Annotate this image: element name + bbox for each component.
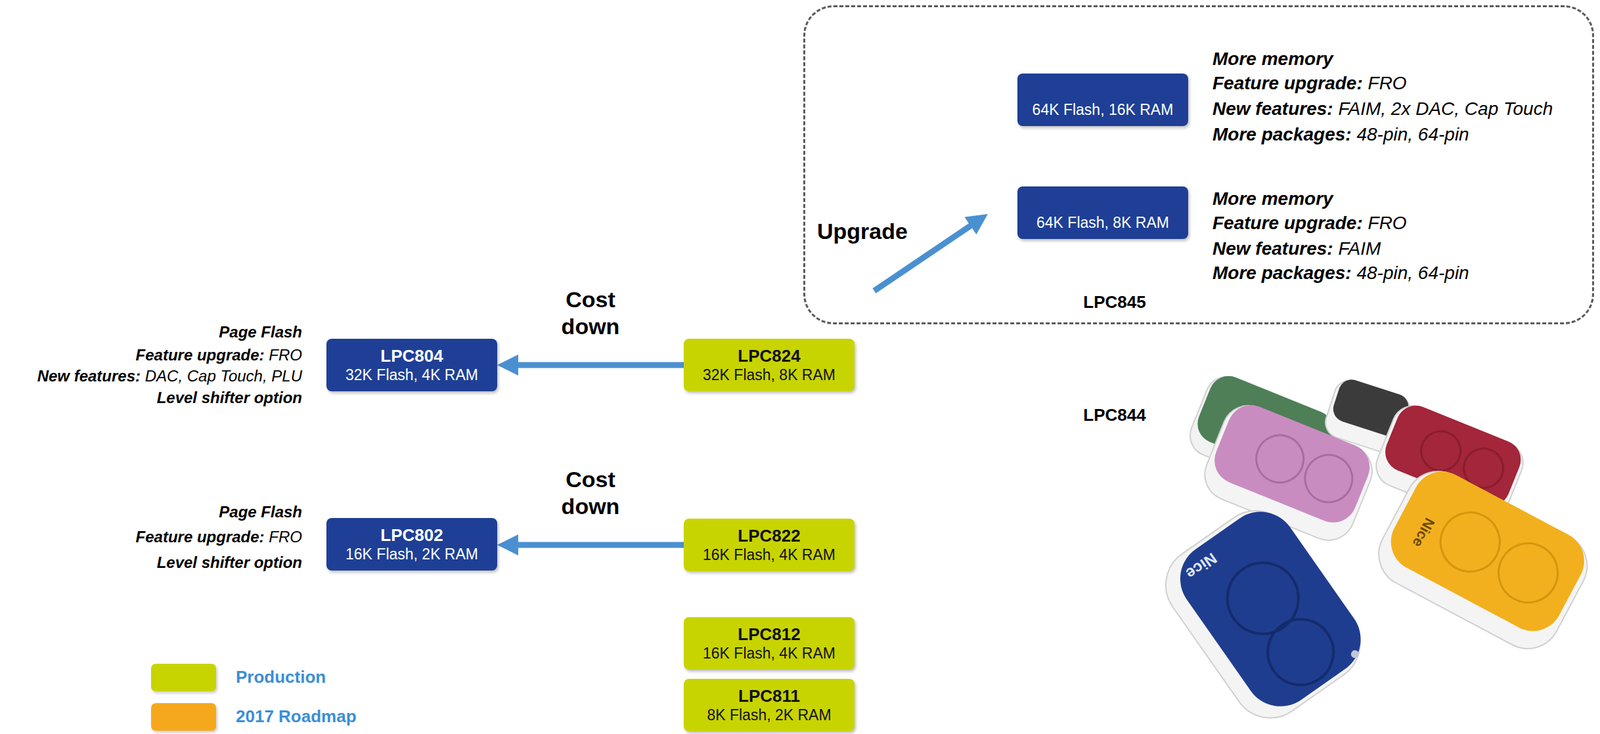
brand-label: Nice <box>1408 514 1439 550</box>
feature-heading: Level shifter option <box>156 388 303 407</box>
roadmap-chip: LPC84564K Flash, 16K RAM <box>1017 73 1189 127</box>
node-subtitle: 16K Flash, 2K RAM <box>345 545 479 563</box>
feature-note: Page Flash <box>218 323 303 343</box>
cost-down-arrow <box>510 542 684 549</box>
legend-swatch <box>151 703 217 732</box>
feature-note: Page Flash <box>218 503 303 523</box>
node-subtitle: 8K Flash, 2K RAM <box>706 706 831 724</box>
brand-label: Nice <box>1182 549 1221 584</box>
feature-note: More packages:48-pin, 64-pin <box>1212 262 1470 285</box>
feature-heading: New features: <box>1212 98 1334 119</box>
feature-heading: Level shifter option <box>156 553 303 572</box>
node-title: LPC811 <box>738 687 800 707</box>
node-title: LPC804 <box>380 346 443 367</box>
feature-value: FRO <box>268 346 303 364</box>
edge-label: Cost down <box>561 466 621 521</box>
feature-heading: Page Flash <box>218 323 303 341</box>
node-subtitle: 32K Flash, 4K RAM <box>345 366 479 384</box>
node-title: LPC802 <box>380 526 443 546</box>
feature-value: FAIM, 2x DAC, Cap Touch <box>1337 98 1553 119</box>
feature-value: FAIM <box>1337 238 1381 259</box>
feature-value: 48-pin, 64-pin <box>1356 262 1469 284</box>
feature-note: Level shifter option <box>156 553 303 573</box>
node-title: Upgrade <box>817 218 908 245</box>
node-subtitle: 16K Flash, 4K RAM <box>702 546 836 564</box>
node-subtitle: 16K Flash, 4K RAM <box>702 644 836 663</box>
node-title: LPC845 <box>1083 292 1146 313</box>
feature-heading: More packages: <box>1212 124 1352 145</box>
roadmap-chip: LPC80432K Flash, 4K RAM <box>326 338 498 392</box>
feature-note: Feature upgrade:FRO <box>135 346 303 366</box>
production-chip: LPC8118K Flash, 2K RAM <box>683 679 855 732</box>
feature-note: Level shifter option <box>156 388 303 408</box>
feature-note: New features:DAC, Cap Touch, PLU <box>37 367 303 387</box>
feature-note: Feature upgrade:FRO <box>1212 212 1407 235</box>
feature-note: More packages:48-pin, 64-pin <box>1212 123 1470 146</box>
edge-label: Cost down <box>561 286 621 341</box>
blue-remote <box>1150 494 1377 734</box>
feature-note: New features:FAIM <box>1212 237 1381 261</box>
feature-heading: More packages: <box>1212 262 1352 284</box>
upgrade-region: UpgradeLPC84564K Flash, 16K RAMLPC84464K… <box>803 5 1595 325</box>
feature-heading: Feature upgrade: <box>135 346 265 364</box>
node-title: LPC844 <box>1083 405 1146 426</box>
production-chip: LPC82216K Flash, 4K RAM <box>683 518 855 572</box>
node-subtitle: 64K Flash, 8K RAM <box>1036 214 1170 232</box>
legend-label: Production <box>235 667 326 688</box>
node-subtitle: 32K Flash, 8K RAM <box>702 366 836 384</box>
feature-note: More memory <box>1212 47 1334 71</box>
feature-note: New features:FAIM, 2x DAC, Cap Touch <box>1212 97 1553 121</box>
cost-down-arrow <box>510 362 684 369</box>
feature-note: Feature upgrade:FRO <box>135 528 303 548</box>
feature-heading: Feature upgrade: <box>135 528 265 546</box>
feature-value: DAC, Cap Touch, PLU <box>145 367 303 385</box>
production-chip: LPC81216K Flash, 4K RAM <box>683 617 855 670</box>
feature-value: FRO <box>1368 212 1407 234</box>
legend-swatch <box>151 664 217 692</box>
node-title: LPC822 <box>737 526 800 547</box>
feature-note: Feature upgrade:FRO <box>1212 72 1407 95</box>
node-subtitle: 64K Flash, 16K RAM <box>1032 101 1174 119</box>
feature-note: More memory <box>1212 187 1334 211</box>
roadmap-chip: LPC84464K Flash, 8K RAM <box>1017 186 1189 240</box>
feature-heading: Feature upgrade: <box>1212 212 1363 234</box>
node-title: LPC824 <box>737 346 800 367</box>
feature-value: FRO <box>268 528 303 546</box>
node-title: LPC812 <box>737 625 800 645</box>
production-chip: LPC82432K Flash, 8K RAM <box>683 338 855 392</box>
feature-heading: More memory <box>1212 188 1334 209</box>
yellow-remote <box>1367 459 1600 661</box>
feature-heading: More memory <box>1212 48 1334 69</box>
feature-heading: New features: <box>1212 238 1334 259</box>
legend-label: 2017 Roadmap <box>235 706 357 728</box>
feature-heading: Page Flash <box>218 503 303 521</box>
feature-heading: Feature upgrade: <box>1212 72 1363 94</box>
feature-value: FRO <box>1368 72 1407 94</box>
roadmap-chip: LPC80216K Flash, 2K RAM <box>326 518 498 571</box>
feature-heading: New features: <box>37 367 141 385</box>
feature-value: 48-pin, 64-pin <box>1356 124 1469 145</box>
